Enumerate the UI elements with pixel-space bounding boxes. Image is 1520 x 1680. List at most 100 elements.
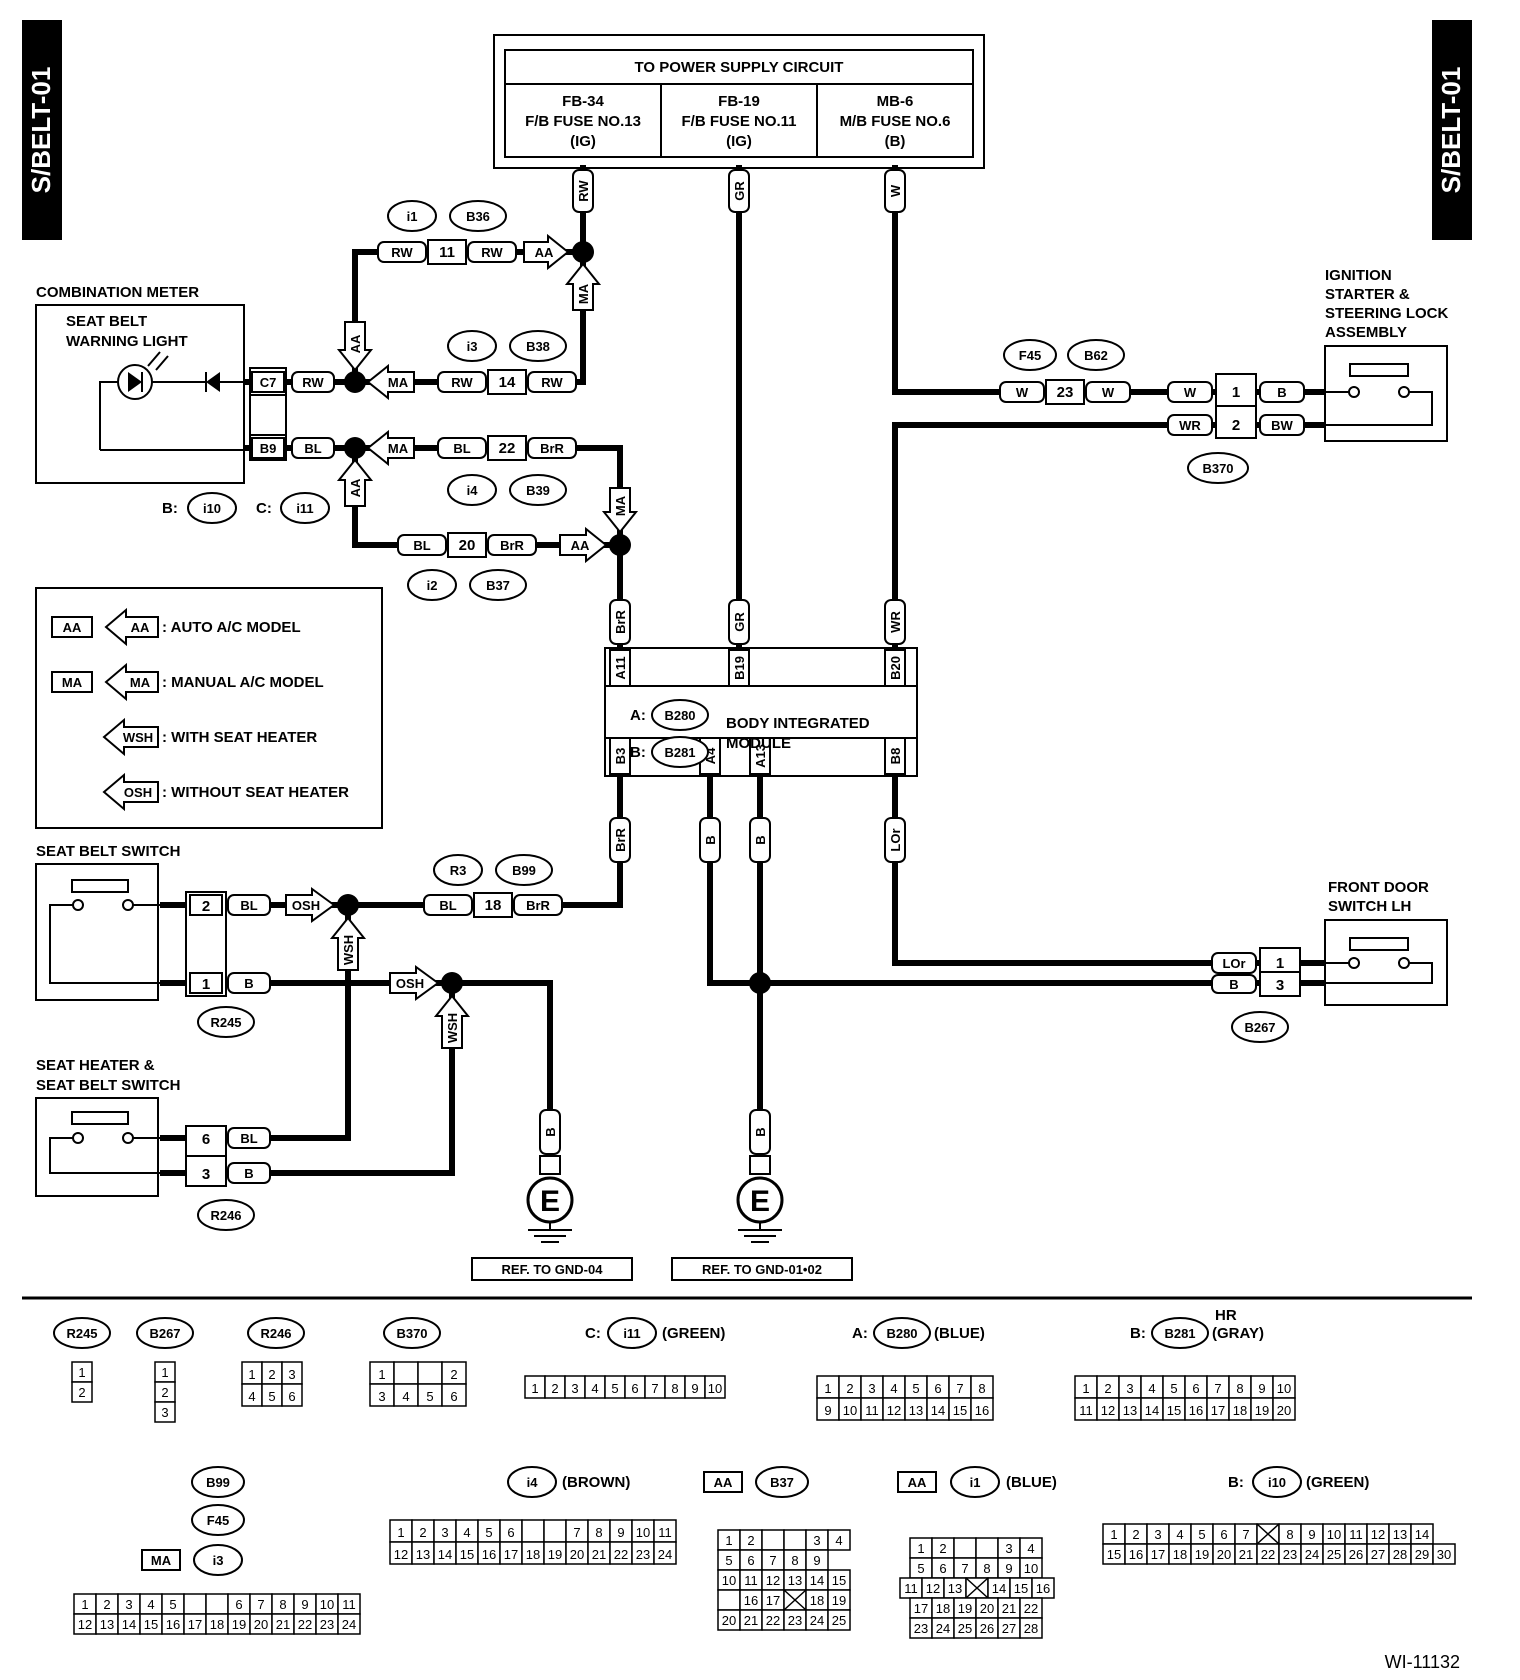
i10-pin: 18	[1173, 1547, 1187, 1562]
splice-f45-a: F45	[1019, 348, 1041, 363]
i4-pin: 10	[636, 1525, 650, 1540]
i1-pin: 19	[958, 1601, 972, 1616]
r246-pin-3: 3	[202, 1166, 210, 1183]
i11-pin: 10	[708, 1381, 722, 1396]
ground-1-ref: REF. TO GND-04	[502, 1262, 604, 1277]
arrow-ma-down-bim-label: MA	[613, 495, 628, 516]
meter-conn-c-prefix: C:	[256, 500, 272, 517]
b281-pin: 4	[1148, 1381, 1155, 1396]
i4-pin: 16	[482, 1547, 496, 1562]
wire-label-brr-b3: BrR	[613, 827, 628, 851]
i3-pin: 9	[301, 1597, 308, 1612]
front-door-line1: FRONT DOOR	[1328, 879, 1429, 896]
arrow-ma-left-meter-1-label: MA	[388, 375, 409, 390]
cv-b37: B37	[770, 1475, 794, 1490]
i3-pin: 3	[125, 1597, 132, 1612]
i3-pin: 6	[235, 1597, 242, 1612]
cv-b281-hr: HR	[1215, 1307, 1237, 1324]
splice-f45-b: B62	[1084, 348, 1108, 363]
combination-meter: COMBINATION METER SEAT BELT WARNING LIGH…	[35, 284, 330, 524]
b280-pin: 11	[865, 1403, 879, 1418]
wire-label-rw-meter: RW	[302, 375, 324, 390]
i4-pin: 24	[658, 1547, 672, 1562]
i3-pin: 23	[320, 1617, 334, 1632]
arrow-osh-bottom: OSH	[389, 965, 440, 1001]
b280-pin: 8	[978, 1381, 985, 1396]
wire-label-gr-top: GR	[732, 181, 747, 201]
bim-conn-b-prefix: B:	[630, 744, 646, 761]
wire-label-wr-b370: WR	[1179, 418, 1201, 433]
i3-pin: 14	[122, 1617, 136, 1632]
front-door-switch: FRONT DOOR SWITCH LH 1 3 LOr B B267	[1211, 879, 1448, 1043]
i3-cell	[337, 1613, 361, 1635]
splice-i2-pin: 20	[459, 537, 476, 554]
i4-pin: 21	[592, 1547, 606, 1562]
wire-label-b-r246: B	[244, 1166, 253, 1181]
fuse-3-line1: MB-6	[877, 93, 914, 110]
i10-pin: 22	[1261, 1547, 1275, 1562]
fuse-1-line3: (IG)	[570, 133, 596, 150]
i1-pin: 14	[992, 1581, 1006, 1596]
i10-pin: 23	[1283, 1547, 1297, 1562]
legend-ma-code-box: MA	[62, 675, 83, 690]
r246-pin: 2	[268, 1367, 275, 1382]
cv-aa-1: AA	[714, 1475, 733, 1490]
b267-pin: 2	[161, 1385, 168, 1400]
i10-pin: 12	[1371, 1527, 1385, 1542]
i1-pin: 5	[917, 1561, 924, 1576]
i11-pin: 2	[551, 1381, 558, 1396]
bim-label-line2: MODULE	[726, 735, 791, 752]
b281-pin: 15	[1167, 1403, 1181, 1418]
power-supply-title: TO POWER SUPPLY CIRCUIT	[635, 59, 844, 76]
b281-pin: 8	[1236, 1381, 1243, 1396]
ignition-line1: IGNITION	[1325, 267, 1392, 284]
i3-pin: 4	[147, 1597, 154, 1612]
i10-pin: 3	[1154, 1527, 1161, 1542]
i10-pin: 8	[1286, 1527, 1293, 1542]
i10-pin: 11	[1349, 1527, 1363, 1542]
cv-ma: MA	[151, 1553, 172, 1568]
i11-pin: 4	[591, 1381, 598, 1396]
i4-pin: 11	[658, 1525, 672, 1540]
junction-dots	[337, 241, 771, 994]
i1-pin: 24	[936, 1621, 950, 1636]
i10-pin: 5	[1198, 1527, 1205, 1542]
legend-aa-code-box: AA	[63, 620, 82, 635]
i4-pin: 8	[595, 1525, 602, 1540]
i10-pin: 2	[1132, 1527, 1139, 1542]
i10-pin: 13	[1393, 1527, 1407, 1542]
splice-i2-a: i2	[427, 578, 438, 593]
wire-label-lor-b267: LOr	[1222, 956, 1245, 971]
bim-terminal-a11: A11	[613, 656, 628, 679]
b281-pin: 6	[1192, 1381, 1199, 1396]
ground-2: E REF. TO GND-01•02	[671, 1155, 853, 1281]
i3-pin: 11	[342, 1597, 356, 1612]
i4-pin: 18	[526, 1547, 540, 1562]
wire-label-bl-r246: BL	[240, 1131, 257, 1146]
splice-i4-pin: 22	[499, 440, 516, 457]
legend-ma-code-arrow: MA	[130, 675, 151, 690]
i10-pin: 14	[1415, 1527, 1429, 1542]
r245-cell	[71, 1381, 93, 1403]
i3-pin: 18	[210, 1617, 224, 1632]
b37-cell	[783, 1529, 807, 1551]
fuse-3-line3: (B)	[885, 133, 906, 150]
b37-pin: 5	[725, 1553, 732, 1568]
arrow-osh-top: OSH	[285, 887, 336, 923]
b280-pin: 9	[824, 1403, 831, 1418]
i10-pin: 15	[1107, 1547, 1121, 1562]
ground-1-symbol: E	[540, 1185, 560, 1218]
splice-r3-pin: 18	[485, 897, 502, 914]
bim-terminal-b20: B20	[888, 656, 903, 680]
option-arrows: AA MA AA MA MA AA MA AA	[285, 233, 639, 1049]
cv-b99: B99	[206, 1475, 230, 1490]
i3-pin: 12	[78, 1617, 92, 1632]
cv-i4-color: (BROWN)	[562, 1474, 630, 1491]
b281-cell	[1272, 1397, 1296, 1421]
i1-pin: 8	[983, 1561, 990, 1576]
i4-cell	[543, 1519, 567, 1543]
b280-cell	[970, 1397, 994, 1421]
splice-i4-a: i4	[467, 483, 479, 498]
r245-pin-1: 1	[202, 976, 210, 993]
i1-pin: 17	[914, 1601, 928, 1616]
